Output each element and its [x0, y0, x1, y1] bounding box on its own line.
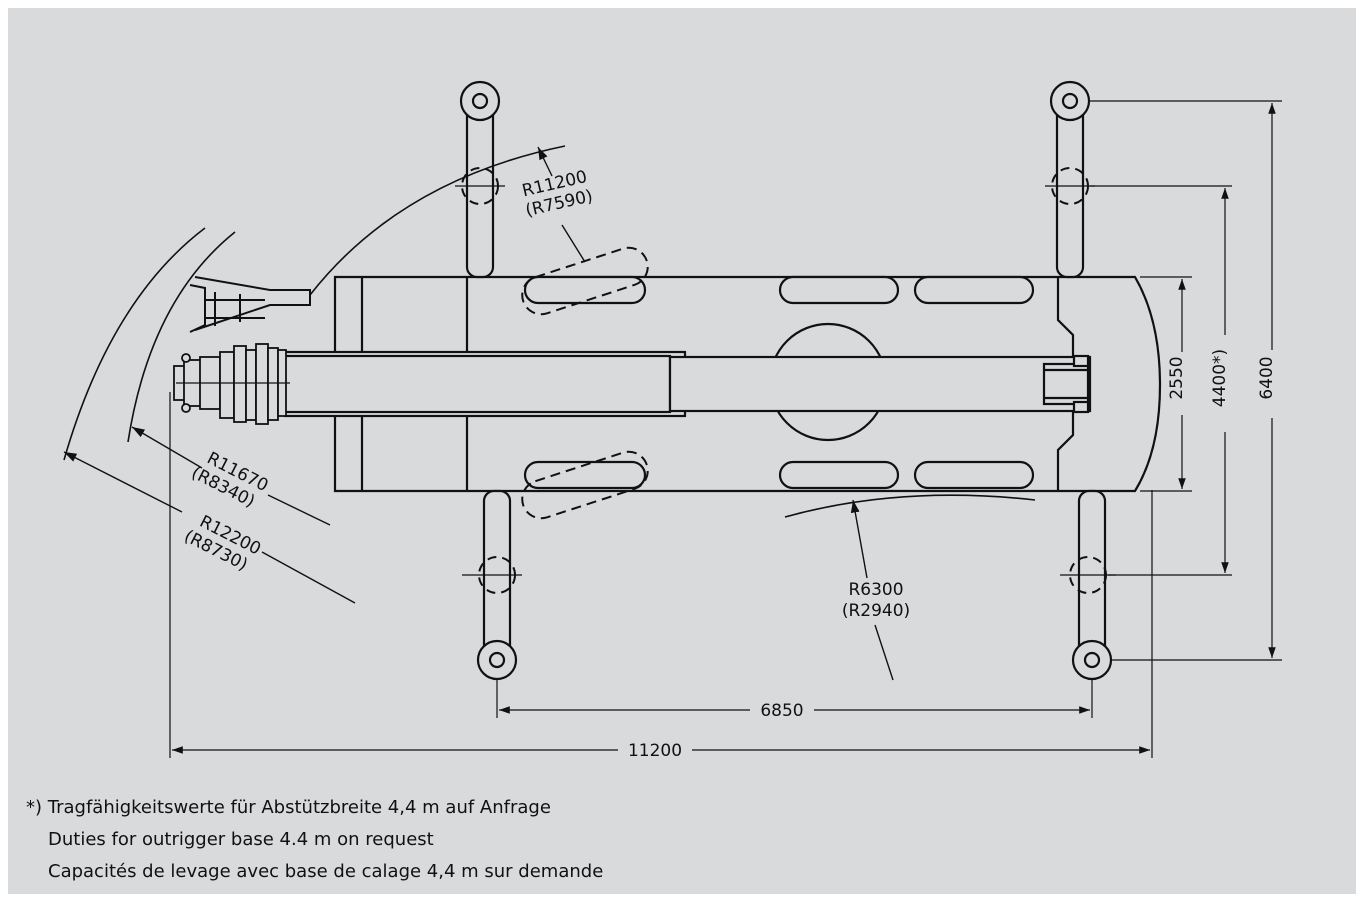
- outrigger-front-right: [482, 489, 512, 663]
- swing-radius-arcs: [63, 145, 1036, 518]
- outrigger-rear-left: [1055, 98, 1085, 279]
- boom-head: [173, 343, 290, 425]
- telescopic-boom: [283, 350, 1092, 418]
- folded-jib: [189, 276, 311, 333]
- footnote-de: *) Tragfähigkeitswerte für Abstützbreite…: [26, 797, 551, 818]
- partial-pad-centrelines: [455, 185, 1116, 576]
- footnote: *) Tragfähigkeitswerte für Abstützbreite…: [26, 792, 603, 888]
- outrigger-pads: [459, 80, 1113, 681]
- footnote-fr: Capacités de levage avec base de calage …: [48, 861, 604, 882]
- dimension-lines: [169, 100, 1282, 758]
- dim-outrigger-span: 6850: [760, 701, 803, 721]
- dim-outrigger-base-partial: 4400*): [1210, 349, 1230, 407]
- radius-tail-secondary-label: (R2940): [842, 601, 910, 621]
- radius-leaders: [63, 146, 894, 681]
- dim-outrigger-base-full: 6400: [1257, 356, 1277, 399]
- dim-overall-length: 11200: [628, 741, 682, 761]
- front-wheels-steered: [521, 246, 649, 520]
- outrigger-rear-right: [1077, 489, 1107, 663]
- outrigger-front-left: [465, 98, 495, 279]
- radius-tail-label: R6300: [848, 580, 903, 600]
- wheels: [523, 275, 1035, 490]
- footnote-en: Duties for outrigger base 4.4 m on reque…: [48, 829, 434, 850]
- dim-carrier-width: 2550: [1167, 356, 1187, 399]
